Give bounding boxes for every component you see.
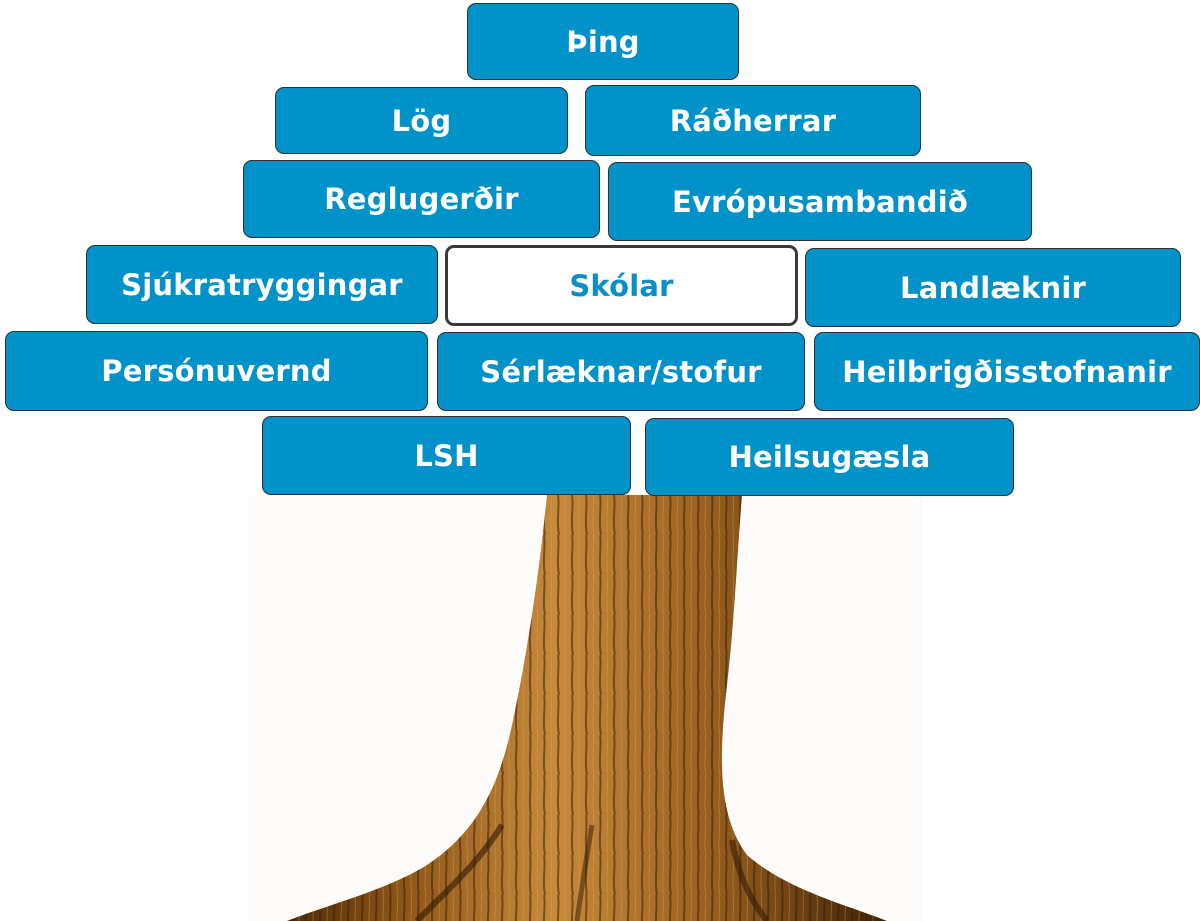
box-skolar-selected[interactable]: Skólar <box>445 245 798 326</box>
box-heilsugaesla[interactable]: Heilsugæsla <box>645 418 1014 496</box>
box-log[interactable]: Lög <box>275 87 568 154</box>
box-evropusambandid[interactable]: Evrópusambandið <box>608 162 1032 241</box>
box-sjukratryggingar[interactable]: Sjúkratryggingar <box>86 245 438 324</box>
tree-trunk-image <box>247 495 922 921</box>
box-serlaeknar-stofur[interactable]: Sérlæknar/stofur <box>437 332 805 411</box>
box-landlaeknir[interactable]: Landlæknir <box>805 248 1181 327</box>
box-radherrar[interactable]: Ráðherrar <box>585 85 921 156</box>
box-personuvernd[interactable]: Persónuvernd <box>5 331 428 411</box>
box-lsh[interactable]: LSH <box>262 416 631 495</box>
box-heilbrigdisstofnanir[interactable]: Heilbrigðisstofnanir <box>814 332 1200 411</box>
box-thing[interactable]: Þing <box>467 3 739 80</box>
box-reglugerdir[interactable]: Reglugerðir <box>243 160 600 238</box>
